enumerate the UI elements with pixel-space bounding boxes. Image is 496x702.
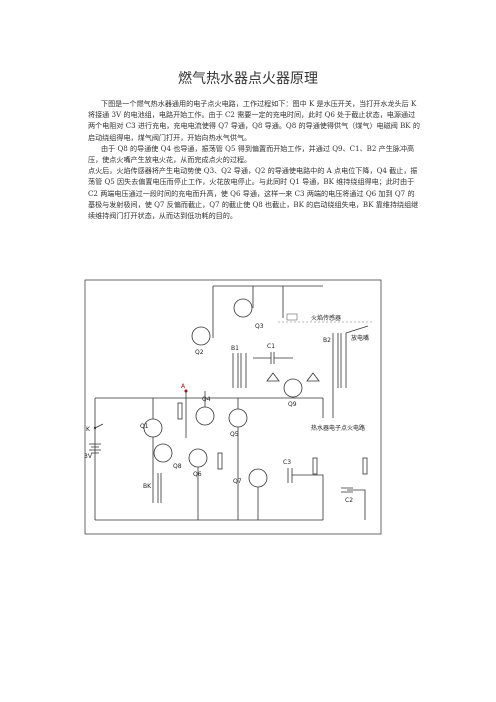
b1-transformer xyxy=(232,353,247,388)
circuit-svg: K 3V 火焰传感器 Q3 Q2 B1 C1 B2 放电嘴 Q9 A Q4 xyxy=(84,279,382,535)
paragraph-1: 下图是一个燃气热水器通用的电子点火电路，工作过程如下：图中 K 是水压开关，当打… xyxy=(88,99,420,142)
resistor-r2 xyxy=(217,452,223,470)
q4-transistor xyxy=(195,406,215,426)
q7-label: Q7 xyxy=(233,478,242,485)
diode-d1 xyxy=(266,372,280,382)
ignition-circuit-diagram: K 3V 火焰传感器 Q3 Q2 B1 C1 B2 放电嘴 Q9 A Q4 xyxy=(83,278,383,536)
q1-label: Q1 xyxy=(140,423,149,430)
spark-plug-label: 放电嘴 xyxy=(351,334,369,342)
page-title: 燃气热水器点火器原理 xyxy=(178,71,318,87)
q2-label: Q2 xyxy=(195,349,204,356)
bk-solenoid-coil xyxy=(152,473,162,503)
bk-label: BK xyxy=(143,483,152,490)
q5-transistor xyxy=(228,408,248,428)
circuit-name-label: 热水器电子点火电路 xyxy=(311,424,365,432)
switch-k-symbol xyxy=(94,423,104,429)
c1-capacitor xyxy=(253,352,293,364)
resistor-r1 xyxy=(177,402,183,420)
flame-sensor-wiring xyxy=(212,285,323,338)
diagram-frame xyxy=(84,279,382,535)
connecting-wires xyxy=(152,391,366,520)
q6-transistor xyxy=(188,448,208,468)
q3-label: Q3 xyxy=(255,323,264,330)
c1-label: C1 xyxy=(267,343,275,350)
flame-sensor-element xyxy=(286,313,298,321)
diode-d2 xyxy=(306,372,320,382)
battery-label: 3V xyxy=(84,453,93,460)
c2-label: C2 xyxy=(345,497,353,504)
q4-label: Q4 xyxy=(202,396,211,403)
switch-k-contact xyxy=(93,426,97,430)
b2-transformer xyxy=(332,333,347,388)
spark-lead xyxy=(345,325,369,334)
q8-transistor xyxy=(153,443,173,463)
q3-transistor xyxy=(233,298,253,318)
q7-transistor xyxy=(248,468,268,488)
paragraph-3: 点火后，火焰传感器将产生电动势使 Q3、Q2 导通，Q2 的导通使电路中的 A … xyxy=(88,166,419,221)
q2-transistor xyxy=(191,326,211,346)
resistor-r4 xyxy=(362,457,368,475)
battery-symbol xyxy=(89,443,101,454)
c3-label: C3 xyxy=(283,459,291,466)
q6-label: Q6 xyxy=(193,471,202,478)
point-a-label: A xyxy=(181,383,186,390)
connecting-wires-2 xyxy=(292,388,334,418)
b2-label: B2 xyxy=(323,337,331,344)
q9-transistor xyxy=(283,378,303,398)
q5-label: Q5 xyxy=(230,431,239,438)
resistor-r3 xyxy=(312,457,318,475)
q8-label: Q8 xyxy=(173,463,182,470)
k-label: K xyxy=(86,426,91,433)
q9-label: Q9 xyxy=(288,401,297,408)
article-body: 下图是一个燃气热水器通用的电子点火电路，工作过程如下：图中 K 是水压开关，当打… xyxy=(88,98,420,221)
c2-capacitor xyxy=(341,487,353,493)
c3-capacitor xyxy=(287,468,293,483)
b1-label: B1 xyxy=(231,345,239,352)
paragraph-2: 由于 Q8 的导通使 Q4 也导通，振荡管 Q5 得到偏置而开始工作，并通过 Q… xyxy=(88,143,415,165)
flame-sensor-label: 火焰传感器 xyxy=(311,314,341,322)
